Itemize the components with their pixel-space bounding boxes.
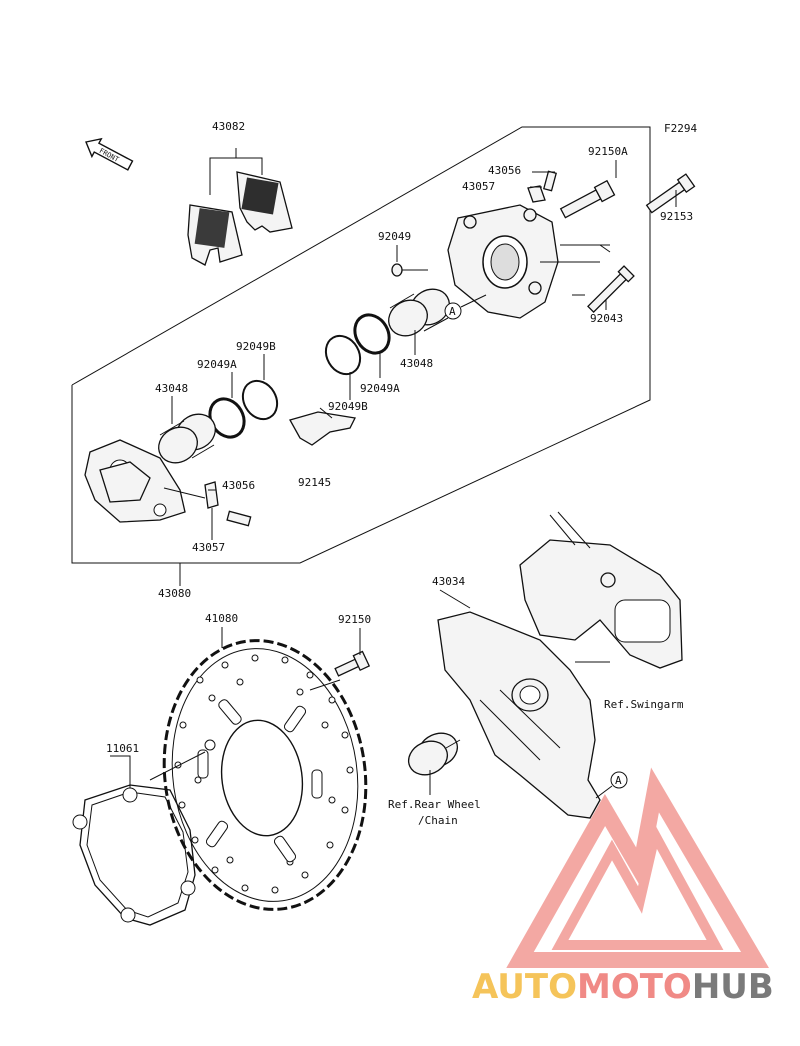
collar [408, 732, 461, 776]
ref-a-bottom: A [595, 771, 628, 799]
watermark-hub: HUB [692, 967, 774, 1007]
label-43057-top: 43057 [462, 180, 495, 193]
seal-92049B-left [241, 379, 279, 421]
label-92049B-left: 92049B [236, 340, 276, 353]
seal-92049A-mid [353, 313, 391, 355]
watermark-auto: AUTO [472, 967, 577, 1007]
figure-code: F2294 [664, 122, 697, 135]
bleed-valve-bottom [226, 510, 252, 527]
label-92150: 92150 [338, 613, 371, 626]
seal-92049B-mid [324, 334, 362, 376]
pin-92043 [587, 265, 635, 313]
bolt-92150 [334, 650, 371, 677]
leader-43034 [439, 589, 471, 609]
caliper-bracket-43034 [437, 611, 601, 819]
label-43057-bottom: 43057 [192, 541, 225, 554]
ref-swingarm: Ref.Swingarm [604, 698, 684, 711]
pin-92153 [645, 173, 696, 214]
piston-left-43048 [158, 413, 216, 464]
label-43056-top: 43056 [488, 164, 521, 177]
caliper-body [84, 439, 186, 523]
label-43048-right: 43048 [400, 357, 433, 370]
leader-11061b [149, 751, 206, 781]
label-92043: 92043 [590, 312, 623, 325]
label-92145: 92145 [298, 476, 331, 489]
label-92049A-left: 92049A [197, 358, 237, 371]
ref-a-top: A [444, 294, 487, 320]
label-43080: 43080 [158, 587, 191, 600]
label-41080: 41080 [205, 612, 238, 625]
bleed-cap-bottom [204, 481, 219, 509]
ref-rear-wheel-line2: /Chain [418, 814, 458, 827]
watermark-moto: MOTO [577, 967, 692, 1007]
caliper-bracket [447, 204, 559, 319]
ref-rear-wheel-line1: Ref.Rear Wheel [388, 798, 481, 811]
leader-11061 [110, 755, 131, 788]
pad-spring-92145 [289, 411, 356, 446]
watermark-logo-icon [506, 767, 769, 968]
gasket-11061 [72, 784, 196, 926]
label-43048-left: 43048 [155, 382, 188, 395]
leader-lines [163, 160, 677, 586]
label-43056-bottom: 43056 [222, 479, 255, 492]
caliper-assembly-outline [71, 126, 651, 564]
piston-right-43048 [388, 288, 450, 337]
brake-disc-41080 [162, 639, 368, 911]
label-43034: 43034 [432, 575, 465, 588]
front-arrow-icon: FRONT [85, 137, 134, 171]
ref-a-top-label: A [449, 305, 456, 318]
label-92049B-mid: 92049B [328, 400, 368, 413]
swingarm [519, 511, 683, 669]
leader-92150b [309, 679, 341, 691]
watermark-text: AUTOMOTOHUB [472, 967, 774, 1007]
label-92150A: 92150A [588, 145, 628, 158]
label-92153: 92153 [660, 210, 693, 223]
label-11061: 11061 [106, 742, 139, 755]
brake-pads-43082 [187, 148, 293, 266]
label-92049: 92049 [378, 230, 411, 243]
pin-92150A [559, 179, 616, 219]
label-43082: 43082 [212, 120, 245, 133]
ref-a-bottom-label: A [615, 774, 622, 787]
washer-92049 [391, 263, 403, 277]
label-92049A-mid: 92049A [360, 382, 400, 395]
